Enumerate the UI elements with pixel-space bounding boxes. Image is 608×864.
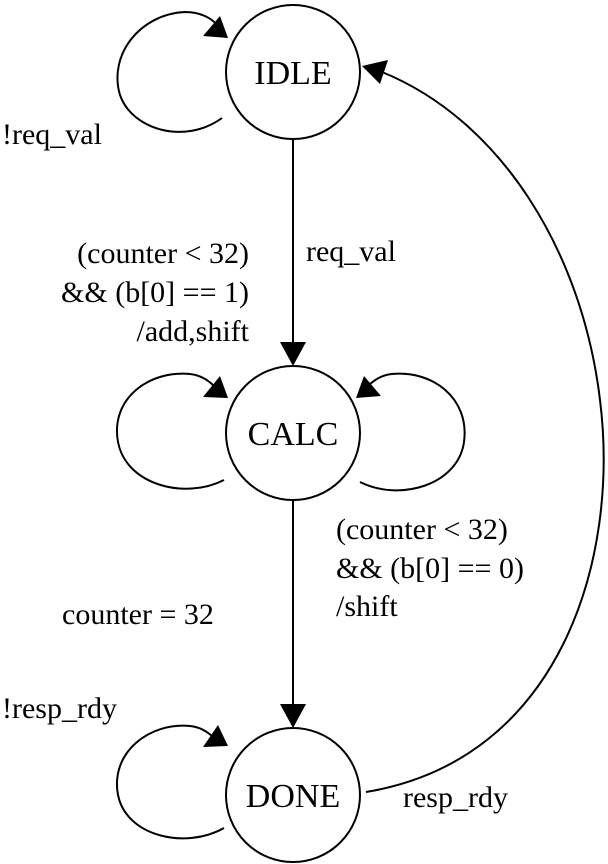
- done-to-idle-label: resp_rdy: [403, 781, 508, 814]
- calc-self-add-label-line-2: && (b[0] == 1): [61, 276, 249, 309]
- calc-self-add-label-line-3: /add,shift: [137, 315, 250, 348]
- idle-self-loop-label: !req_val: [2, 118, 102, 151]
- state-idle-label: IDLE: [254, 55, 331, 92]
- idle-self-loop: [116, 10, 228, 133]
- idle-to-calc-label: req_val: [306, 235, 396, 268]
- state-calc-label: CALC: [248, 416, 339, 453]
- calc-to-done-edge: [280, 500, 306, 728]
- calc-self-shift-label-line-2: && (b[0] == 0): [336, 552, 524, 585]
- calc-self-add-label-line-1: (counter < 32): [77, 237, 249, 270]
- done-self-loop-label: !resp_rdy: [2, 692, 117, 725]
- state-done: DONE: [225, 727, 361, 863]
- calc-self-loop-left: [115, 372, 228, 490]
- calc-self-loop-right: [356, 372, 466, 492]
- idle-to-calc-edge: [280, 139, 306, 366]
- state-done-label: DONE: [246, 778, 340, 815]
- state-idle: IDLE: [225, 4, 361, 140]
- done-to-idle-edge: [362, 60, 605, 793]
- done-self-loop: [115, 724, 228, 840]
- calc-to-done-label: counter = 32: [62, 598, 214, 631]
- calc-self-shift-label-line-3: /shift: [336, 590, 398, 623]
- state-calc: CALC: [225, 365, 361, 501]
- calc-self-shift-label-line-1: (counter < 32): [336, 513, 508, 546]
